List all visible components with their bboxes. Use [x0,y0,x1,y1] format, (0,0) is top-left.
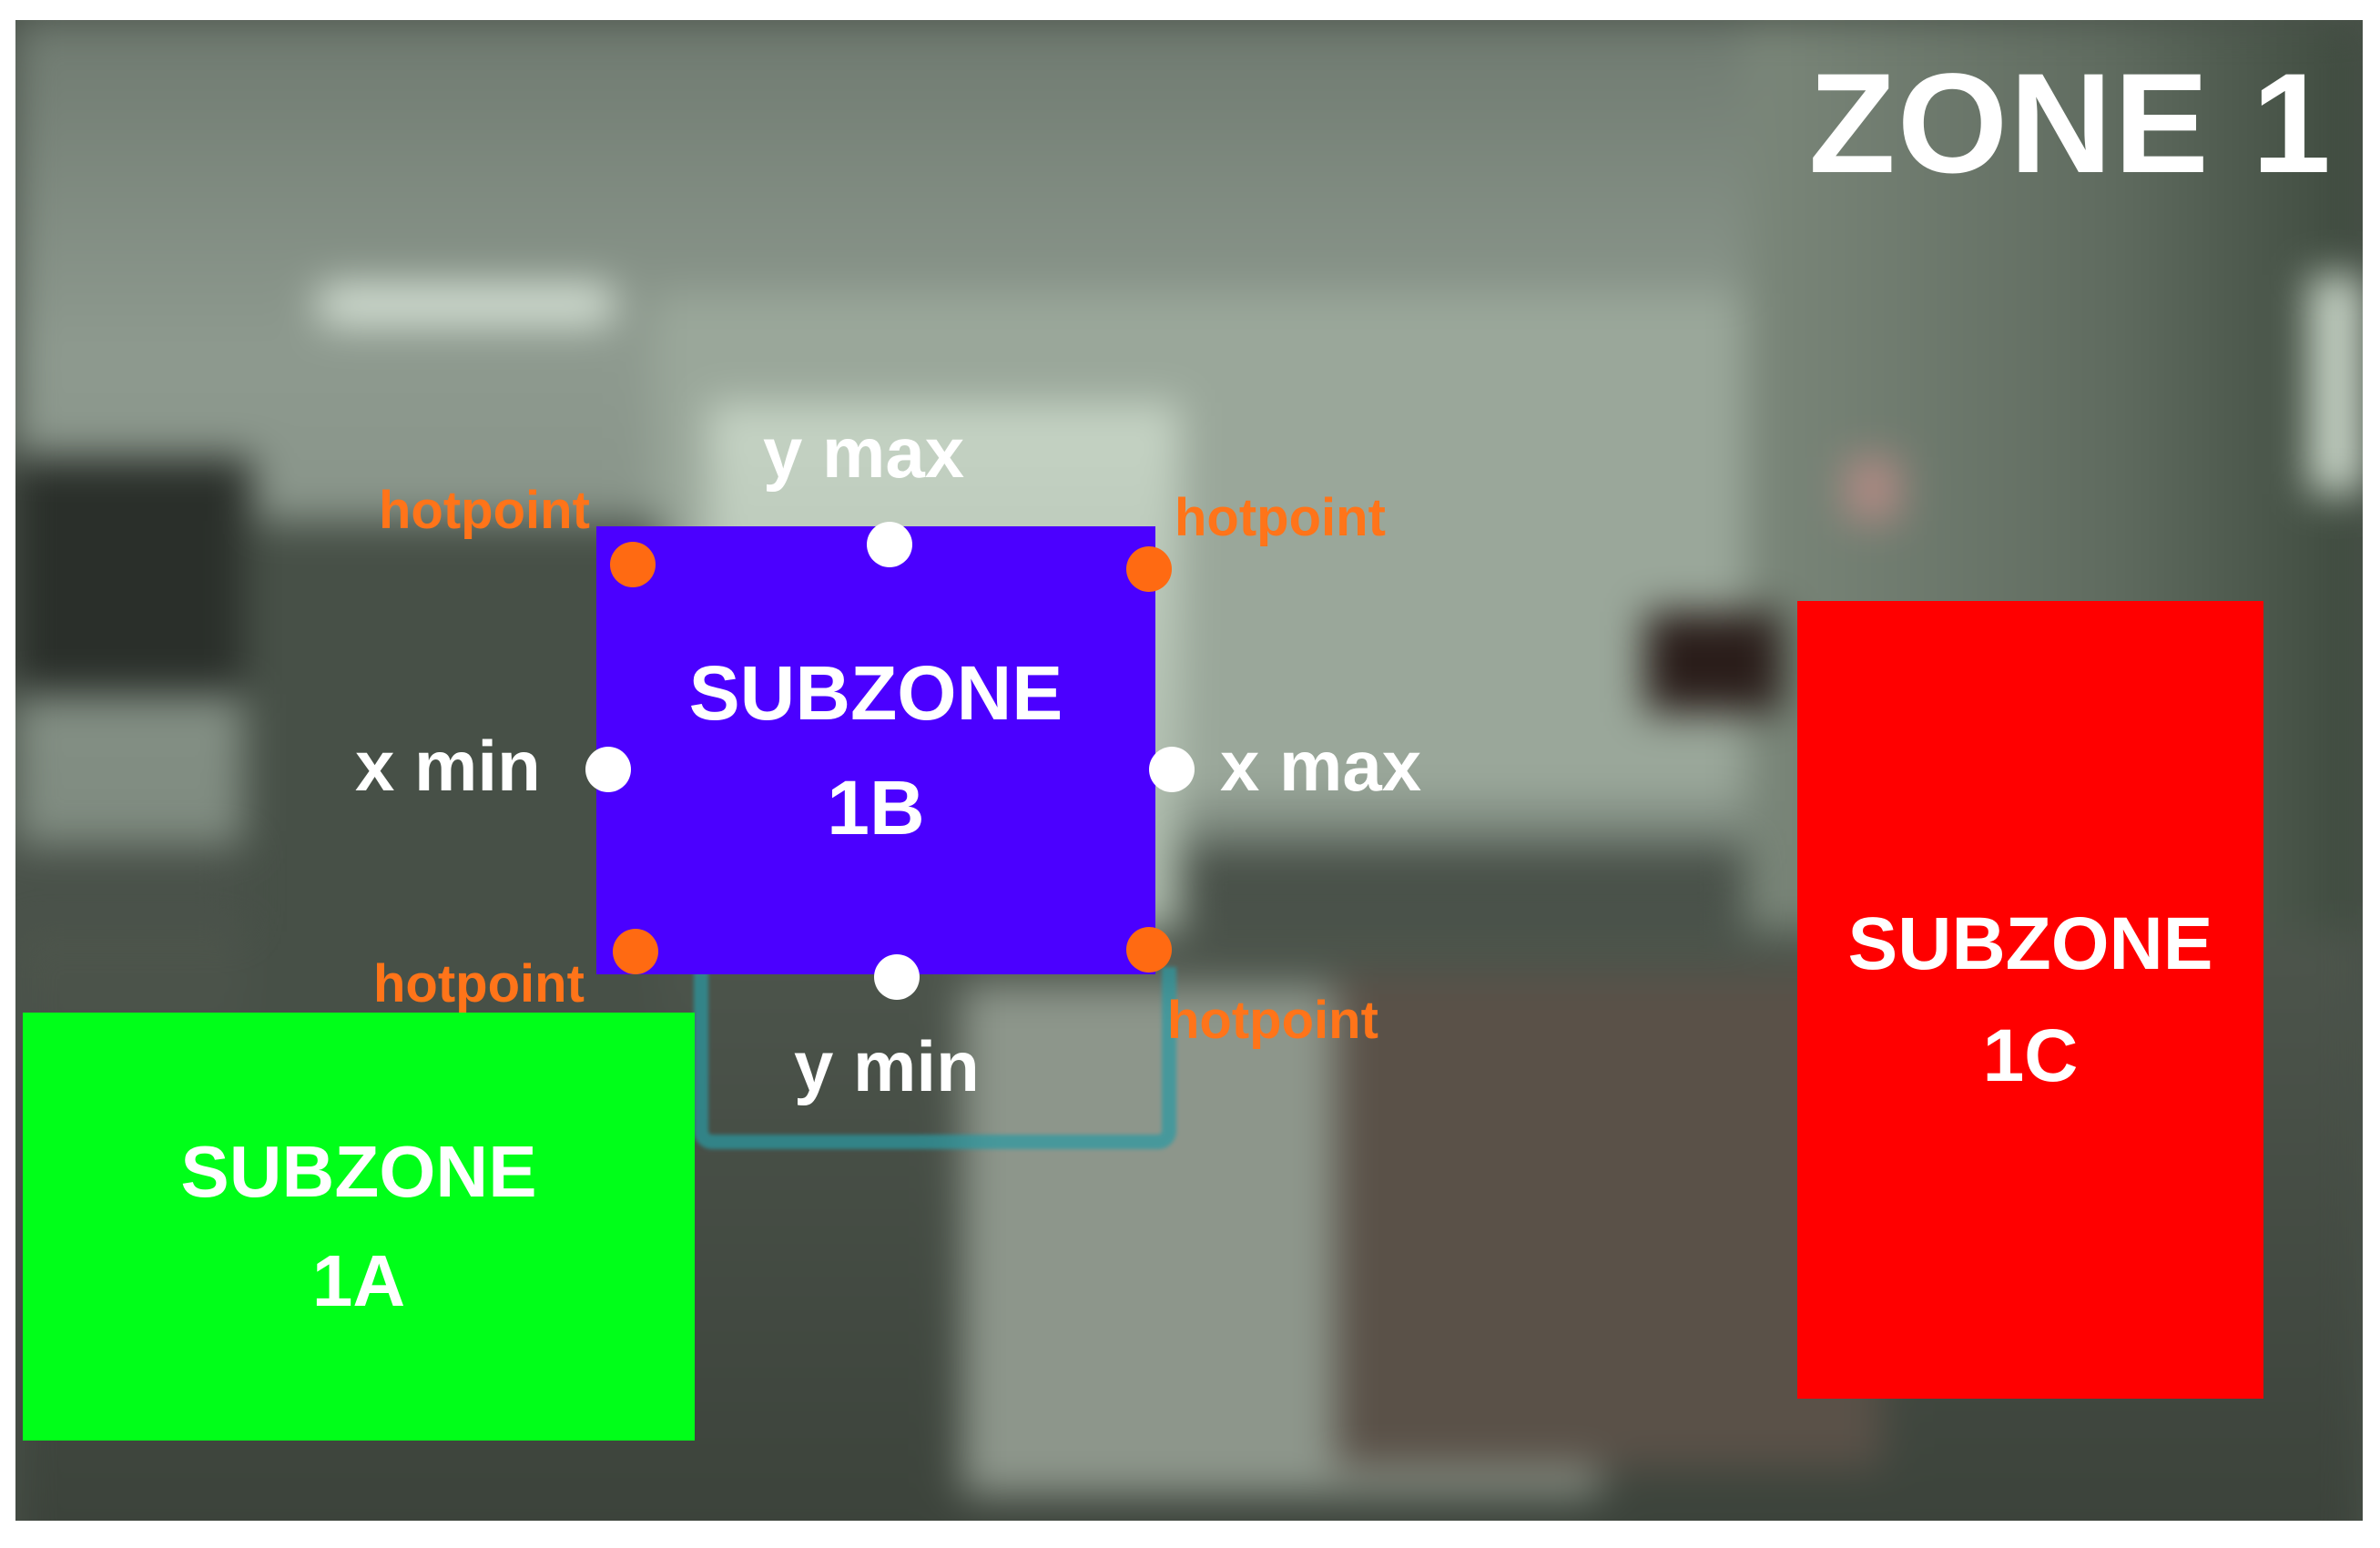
y-max-point [867,522,912,567]
subzone-1c-label-line2: 1C [1982,1014,2079,1097]
hotpoint-label-bottom-right: hotpoint [1167,991,1378,1050]
zone-title: ZONE 1 [1808,45,2333,203]
y-min-point [874,954,920,1000]
x-min-point [585,747,631,792]
y-max-label: y max [763,412,965,493]
subzone-1b-label-line2: 1B [827,765,925,850]
hotpoint-label-bottom-left: hotpoint [373,954,585,1013]
teal-floor-line [694,967,1176,1149]
subzone-1a: SUBZONE 1A [23,1013,695,1441]
hotpoint-top-left [610,542,656,587]
x-max-point [1149,747,1195,792]
hotpoint-label-top-right: hotpoint [1175,488,1386,547]
y-min-label: y min [794,1026,980,1106]
subzone-1c-label-line1: SUBZONE [1847,902,2213,985]
subzone-1a-label-line2: 1A [311,1240,406,1321]
x-min-label: x min [355,726,541,806]
subzone-1a-label-line1: SUBZONE [180,1131,537,1212]
hotpoint-bottom-left [613,929,658,974]
hotpoint-top-right [1126,546,1172,592]
x-max-label: x max [1220,726,1422,806]
subzone-1c: SUBZONE 1C [1797,601,2263,1399]
subzone-1b: SUBZONE 1B [596,526,1155,974]
hotpoint-label-top-left: hotpoint [379,481,590,540]
subzone-1b-label-line1: SUBZONE [688,650,1063,736]
hotpoint-bottom-right [1126,927,1172,973]
